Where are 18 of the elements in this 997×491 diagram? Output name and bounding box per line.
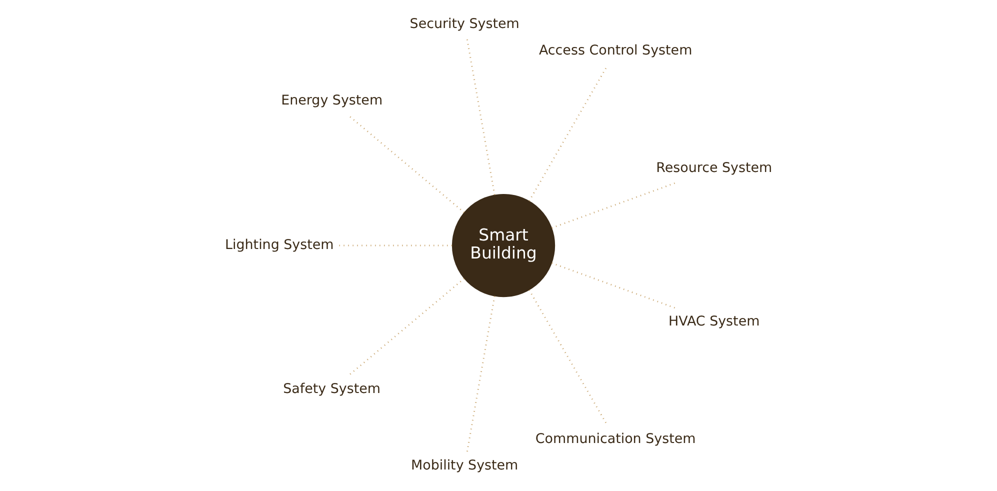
- node-text: Security System: [409, 17, 519, 32]
- node-text: Lighting System: [224, 238, 334, 253]
- node-text: Energy System: [280, 94, 382, 109]
- node-text: HVAC System: [668, 314, 760, 330]
- node-text: Resource System: [656, 161, 772, 176]
- node-text: Communication System: [534, 432, 696, 447]
- node-circle: Smart Building: [451, 194, 555, 298]
- connector: [528, 290, 608, 426]
- connector: [528, 64, 608, 202]
- connector: [466, 38, 495, 195]
- connector: [466, 296, 495, 453]
- connector: [347, 278, 464, 377]
- node-text: Safety System: [282, 382, 380, 397]
- connector: [551, 262, 677, 310]
- node-text: Mobility System: [410, 458, 518, 474]
- connector: [551, 182, 677, 229]
- node-text: Access Control System: [538, 44, 692, 59]
- connector: [347, 114, 464, 214]
